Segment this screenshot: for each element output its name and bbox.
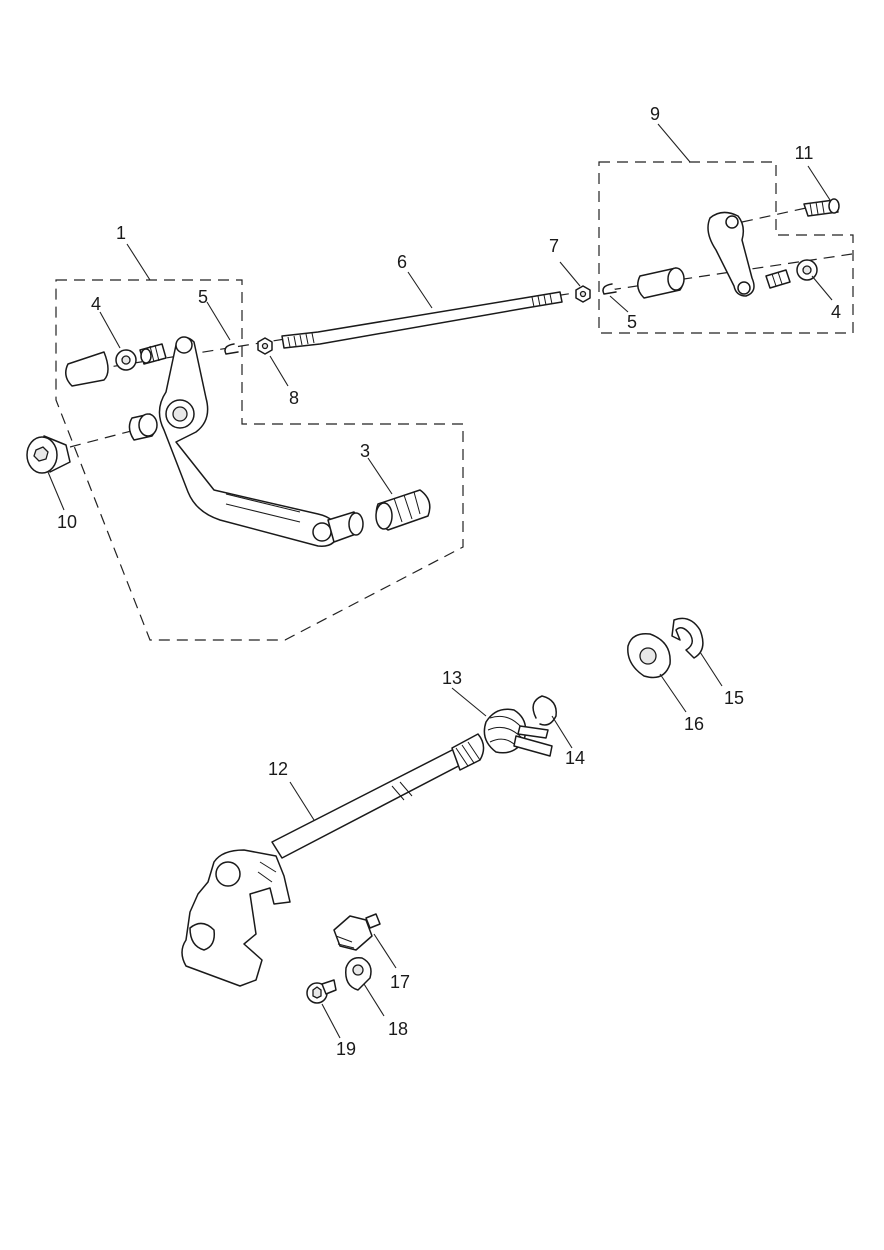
callout-4-left: 4 [91, 294, 101, 314]
washer-16 [627, 633, 671, 679]
clip-14 [532, 695, 557, 726]
callout-16: 16 [684, 714, 704, 734]
gear-change-lever [707, 211, 755, 297]
screw-right [765, 269, 791, 289]
callout-9: 9 [650, 104, 660, 124]
callout-19: 19 [336, 1039, 356, 1059]
bolt-11 [803, 198, 840, 217]
callout-8: 8 [289, 388, 299, 408]
callout-5-right: 5 [627, 312, 637, 332]
washer-right [796, 259, 818, 281]
lower-bush [128, 413, 158, 441]
group-9-boundary [598, 161, 854, 334]
callout-18: 18 [388, 1019, 408, 1039]
selector-shaft [181, 733, 485, 987]
callout-4-right: 4 [831, 302, 841, 322]
switch-clamp [345, 956, 372, 991]
callout-7: 7 [549, 236, 559, 256]
callout-6: 6 [397, 252, 407, 272]
clip-right [602, 283, 617, 295]
leader-lines [47, 123, 833, 1039]
bush-left [65, 349, 137, 387]
callout-13: 13 [442, 668, 462, 688]
return-spring [483, 708, 553, 757]
callout-15: 15 [724, 688, 744, 708]
neutral-switch [333, 913, 381, 951]
callout-11: 11 [795, 143, 814, 163]
callout-12: 12 [268, 759, 288, 779]
bush-right [637, 267, 685, 299]
pedal-rubber [375, 489, 431, 531]
nut-left [257, 337, 273, 355]
gear-pedal [158, 336, 364, 547]
screw-19 [306, 979, 337, 1004]
callout-labels: 1 3 4 4 5 5 6 7 8 9 10 11 12 13 14 15 16… [57, 104, 841, 1059]
callout-14: 14 [565, 748, 585, 768]
screw-left [139, 343, 167, 365]
callout-3: 3 [360, 441, 370, 461]
nut-right [575, 285, 591, 303]
linkage-rod [281, 291, 563, 349]
callout-10: 10 [57, 512, 77, 532]
pivot-bolt [26, 435, 71, 474]
callout-1: 1 [116, 223, 126, 243]
callout-17: 17 [390, 972, 410, 992]
circlip-15 [671, 617, 704, 659]
group-1-boundary [55, 279, 464, 641]
callout-5-left: 5 [198, 287, 208, 307]
clip-left [224, 343, 239, 355]
